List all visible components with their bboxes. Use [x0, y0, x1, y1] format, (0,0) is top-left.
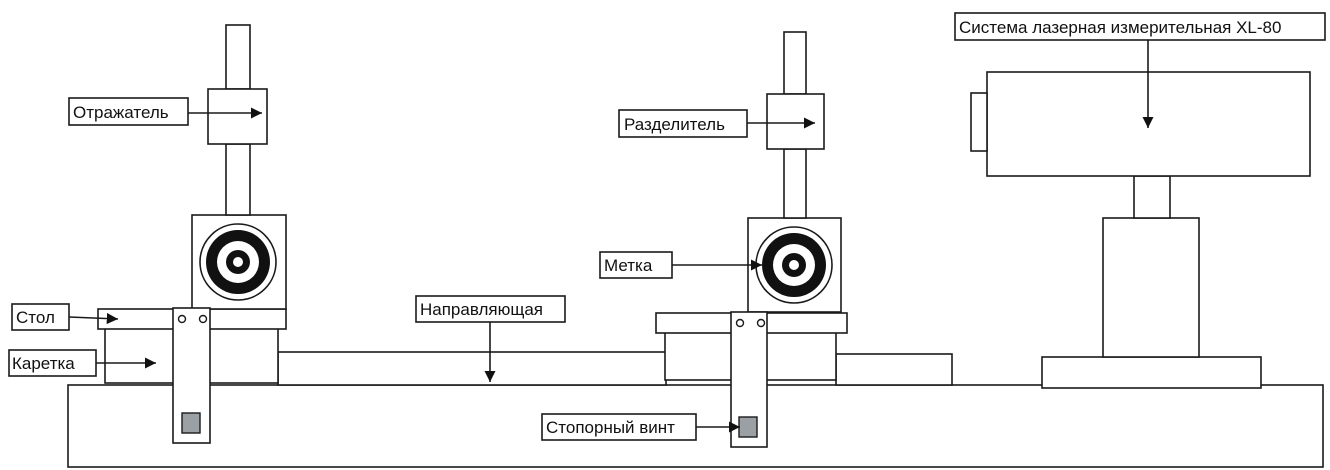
laser-stand-column [1102, 217, 1200, 358]
left-post-lower [225, 143, 251, 216]
middle-post-upper [783, 31, 807, 95]
laser-stand-base [1041, 356, 1262, 389]
left-lock-screw [181, 412, 201, 434]
left-clamp-hole-2 [198, 314, 208, 324]
table-label: Стол [16, 308, 55, 327]
laser-system-label-box [954, 12, 1326, 41]
splitter-label: Разделитель [624, 115, 725, 134]
mark-label: Метка [604, 256, 653, 275]
left-target-mark [199, 223, 277, 301]
guide-rail-right [835, 353, 953, 386]
middle-post-lower [783, 148, 807, 219]
laser-stand-neck [1133, 175, 1171, 219]
reflector-label: Отражатель [73, 103, 169, 122]
carriage-label: Каретка [12, 354, 75, 373]
left-clamp-hole-1 [177, 314, 187, 324]
middle-target-mark [755, 226, 833, 304]
table-arrow [68, 312, 119, 325]
reflector-label-box [68, 97, 189, 126]
carriage-label-box [8, 349, 97, 377]
laser-aperture [970, 92, 988, 152]
mark-label-box [599, 251, 673, 279]
lock-screw-label-box [541, 413, 697, 441]
guide-label: Направляющая [420, 300, 543, 319]
middle-clamp-hole-2 [756, 318, 766, 328]
splitter-block [766, 93, 825, 150]
reflector-block [207, 88, 268, 145]
table-label-box [11, 303, 70, 331]
left-post-upper [225, 24, 251, 90]
guide-rail [277, 351, 667, 386]
laser-system-label: Система лазерная измерительная XL-80 [959, 18, 1281, 37]
lock-screw-label: Стопорный винт [546, 418, 675, 437]
middle-clamp-hole-1 [735, 318, 745, 328]
middle-lock-screw [738, 416, 758, 438]
